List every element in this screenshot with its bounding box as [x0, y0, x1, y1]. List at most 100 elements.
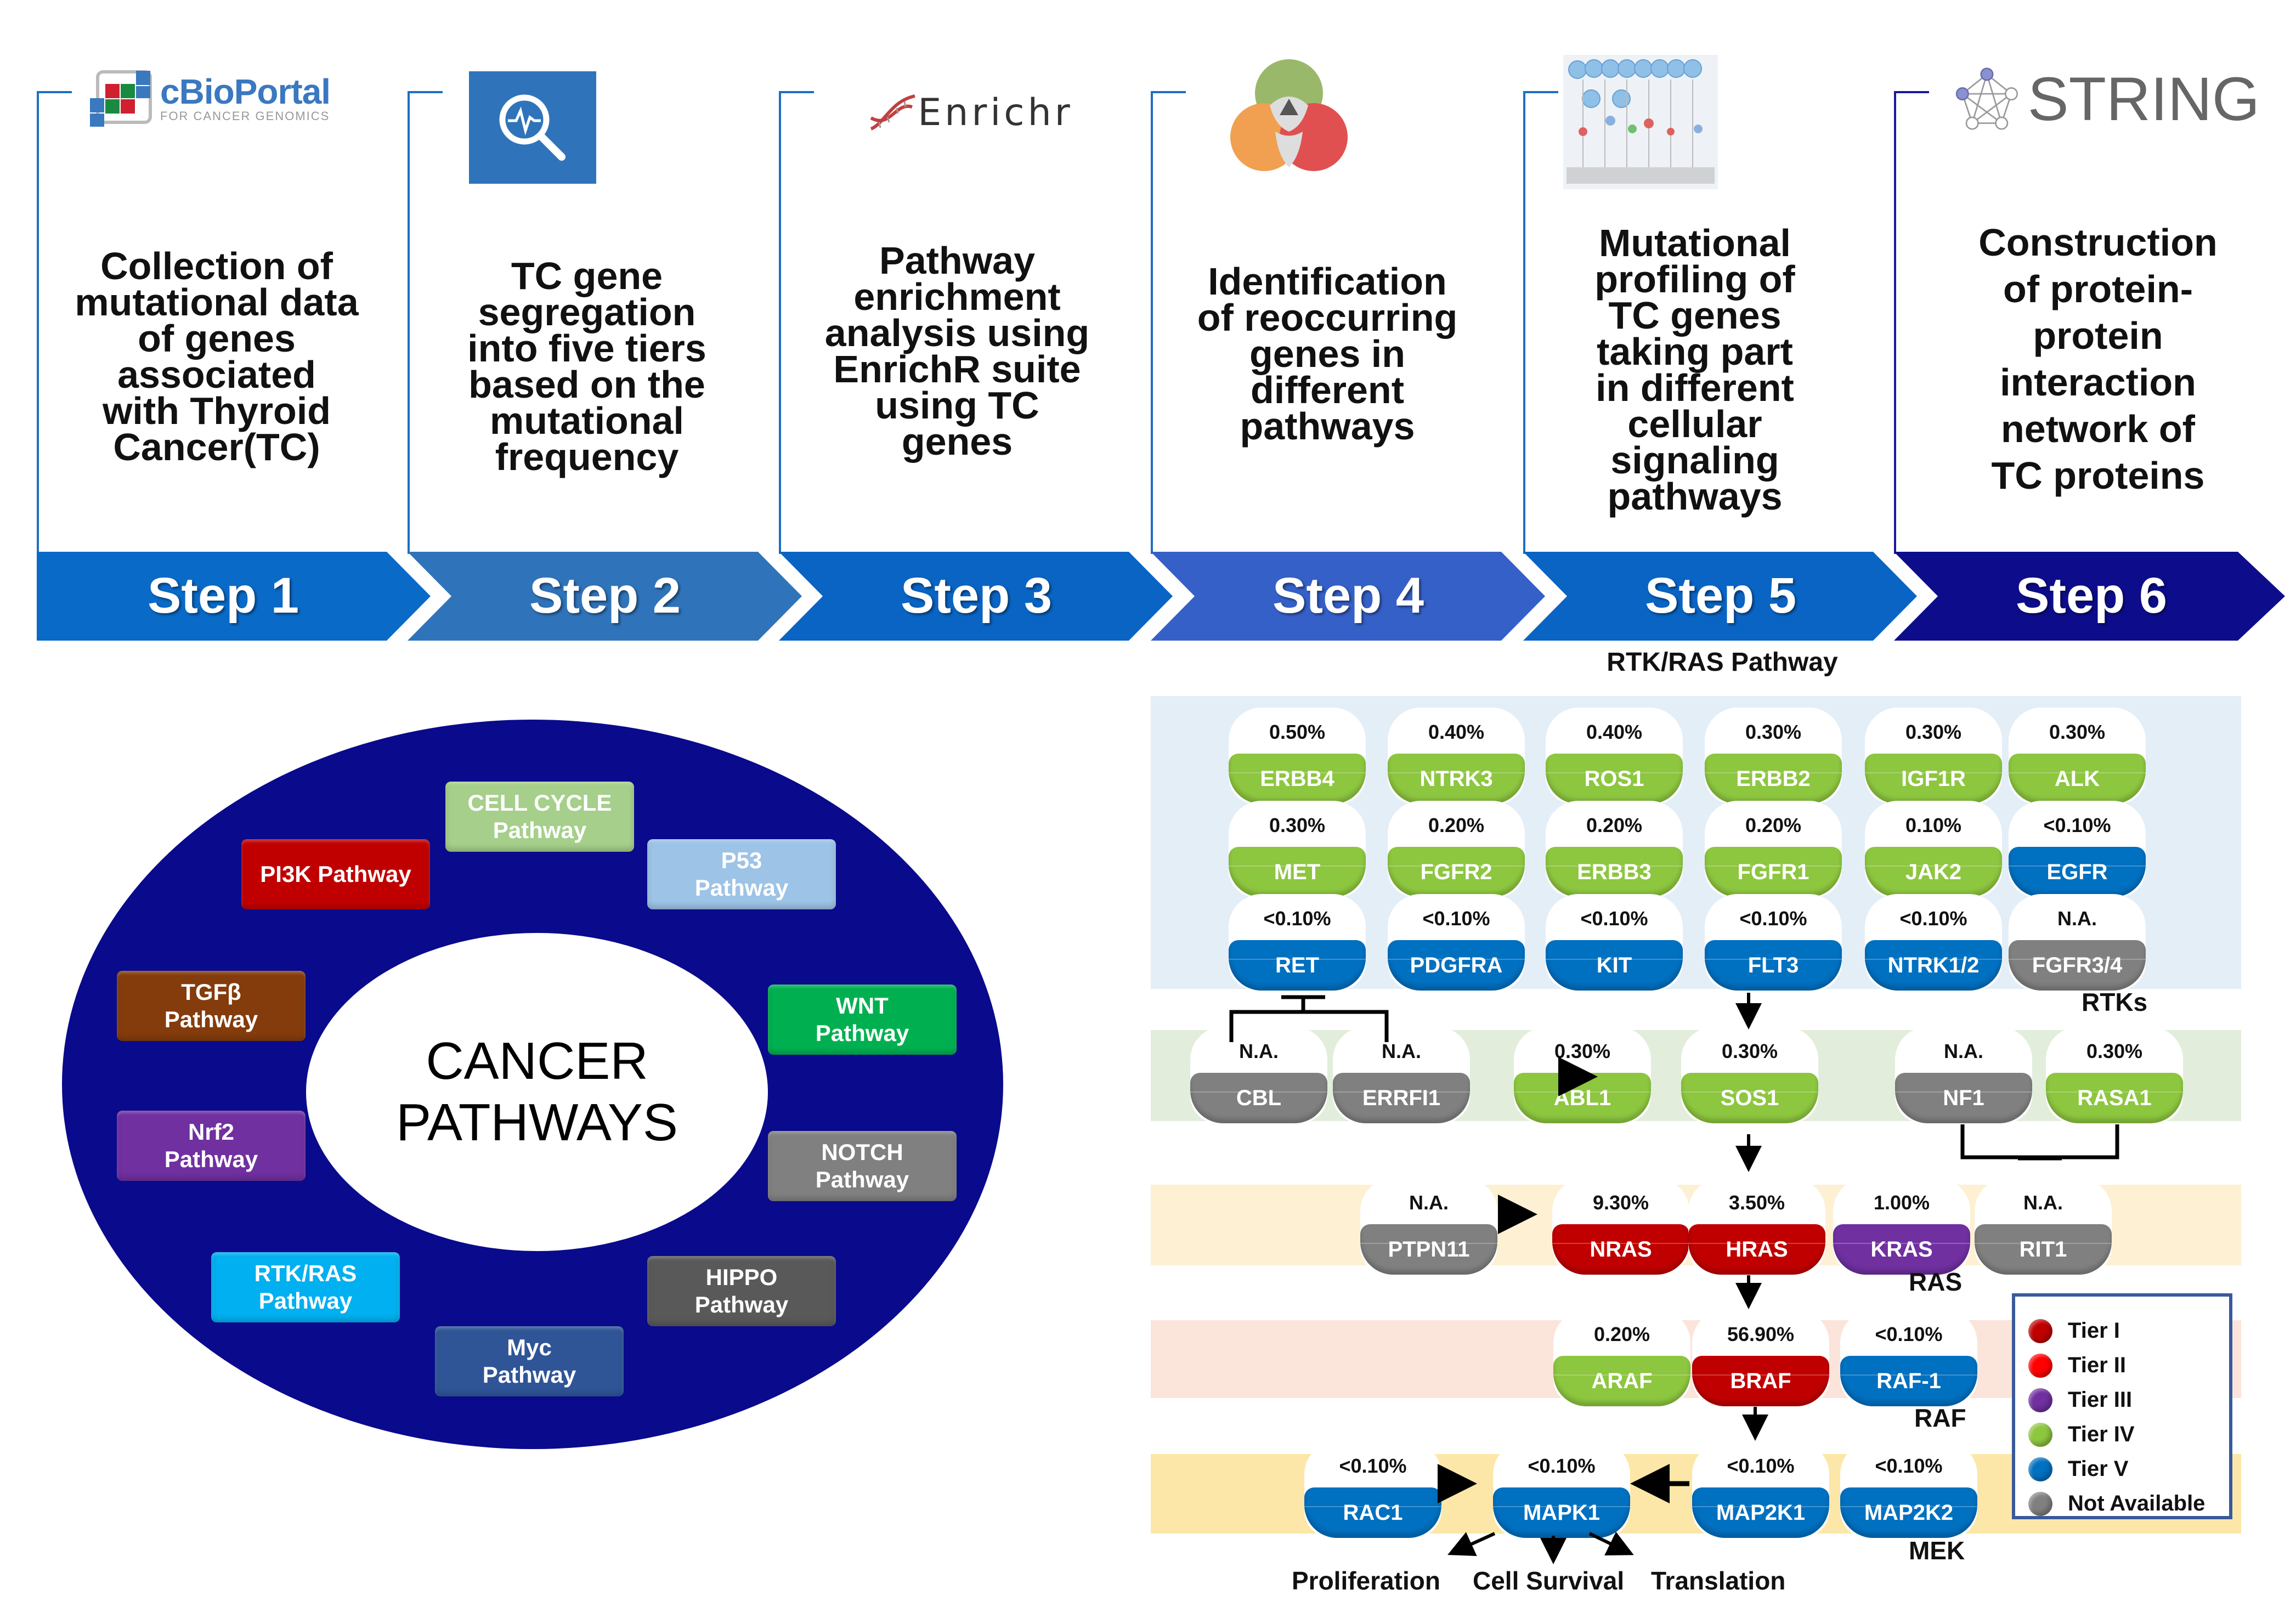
step-2-arrow-shape	[408, 552, 802, 641]
mutation-frequency: N.A.	[2057, 907, 2097, 930]
pathway-box-line2: Pathway	[493, 817, 587, 843]
mutation-frequency: 0.50%	[1269, 721, 1326, 743]
gene-label: FGFR2	[1388, 847, 1525, 897]
legend-label: Not Available	[2068, 1491, 2205, 1515]
gene-node-rac1: <0.10%RAC1	[1304, 1441, 1441, 1538]
mutation-frequency: 0.30%	[1721, 1040, 1778, 1062]
step-5-description: Mutational profiling of TC genes taking …	[1594, 222, 1795, 518]
mutation-lollipop-plot-icon	[1567, 59, 1715, 184]
step-2-description: TC gene segregation into five tiers base…	[467, 254, 706, 478]
step-5-logo	[1563, 55, 1718, 189]
step-1-arrow-shape	[37, 552, 431, 641]
pathway-box-line2: Pathway	[694, 1292, 789, 1317]
dna-icon	[870, 94, 916, 131]
gene-label: KIT	[1546, 940, 1683, 991]
mutation-frequency: 0.20%	[1745, 814, 1802, 836]
pathway-box-line1: HIPPO	[705, 1264, 778, 1290]
venn-diagram-icon	[1230, 59, 1348, 171]
outcome-cell-survival: Cell Survival	[1473, 1566, 1625, 1595]
rtks-label: RTKs	[2082, 988, 2148, 1016]
pathway-box-line1: TGFβ	[181, 979, 241, 1005]
pathway-box-line1: PI3K Pathway	[260, 861, 411, 887]
pathway-box-line2: Pathway	[482, 1362, 576, 1388]
gene-label: FGFR3/4	[2009, 940, 2146, 991]
legend-label: Tier II	[2068, 1353, 2126, 1377]
gene-node-erbb2: 0.30%ERBB2	[1705, 708, 1842, 804]
gene-node-hras: 3.50%HRAS	[1688, 1178, 1825, 1275]
cbioportal-logo-icon	[90, 70, 152, 127]
mutation-frequency: N.A.	[2023, 1191, 2063, 1214]
center-title-line2: PATHWAYS	[396, 1093, 678, 1152]
gene-node-erbb4: 0.50% ERBB4	[1229, 708, 1366, 804]
mutation-frequency: <0.10%	[1422, 907, 1490, 930]
legend-item: Tier V	[2028, 1457, 2128, 1481]
mutation-frequency: 0.30%	[1745, 721, 1802, 743]
cancer-pathways-center: CANCER PATHWAYS	[306, 933, 768, 1251]
gene-label: RAF-1	[1840, 1356, 1977, 1406]
gene-label: ALK	[2009, 754, 2146, 804]
gene-label: ERBB3	[1546, 847, 1683, 897]
enrichr-logo: Enrichr	[847, 88, 1094, 137]
pathway-box-line1: RTK/RAS	[254, 1260, 357, 1286]
cbioportal-logo-text: cBioPortal	[160, 72, 331, 111]
legend-dot-icon	[2028, 1353, 2052, 1378]
step-3-bracket	[779, 91, 814, 554]
gene-node-igf1r: 0.30%IGF1R	[1865, 708, 2002, 804]
gene-label: JAK2	[1865, 847, 2002, 897]
step-3-description: Pathway enrichment analysis using Enrich…	[824, 239, 1090, 463]
step-1-bracket	[37, 91, 72, 554]
pathway-box-line2: Pathway	[258, 1288, 353, 1314]
gene-node-jak2: 0.10%JAK2	[1865, 801, 2002, 897]
mutation-frequency: 9.30%	[1592, 1191, 1649, 1214]
gene-label: ERBB4	[1229, 754, 1366, 804]
rtk-ras-title: RTK/RAS Pathway	[1607, 648, 1838, 677]
step-4-arrow-shape	[1151, 552, 1545, 641]
gene-label: ROS1	[1546, 754, 1683, 804]
step-5-bracket	[1523, 91, 1558, 554]
mutation-frequency: <0.10%	[1727, 1455, 1795, 1477]
gene-label: MAP2K2	[1840, 1487, 1977, 1538]
step-2-label: Step 2	[529, 567, 681, 624]
mutation-frequency: <0.10%	[1580, 907, 1648, 930]
mutation-frequency: <0.10%	[1528, 1455, 1596, 1477]
gene-node-pdgfra: <0.10%PDGFRA	[1388, 894, 1525, 991]
gene-label: MAP2K1	[1692, 1487, 1829, 1538]
step-4-label: Step 4	[1272, 567, 1424, 624]
mutation-frequency: 56.90%	[1727, 1323, 1795, 1345]
gene-label: MAPK1	[1493, 1487, 1630, 1538]
gene-node-met: 0.30%MET	[1229, 801, 1366, 897]
mutation-frequency: 3.50%	[1728, 1191, 1785, 1214]
gene-label: ARAF	[1553, 1356, 1690, 1406]
mutation-frequency: 0.20%	[1593, 1323, 1650, 1345]
step-6-arrow-shape	[1894, 552, 2285, 641]
gene-label: NF1	[1895, 1073, 2032, 1123]
gene-node-rit1: N.A.RIT1	[1975, 1178, 2112, 1275]
gene-label: EGFR	[2009, 847, 2146, 897]
gene-label: FGFR1	[1705, 847, 1842, 897]
legend-label: Tier IV	[2068, 1422, 2135, 1446]
step-3-arrow-shape	[779, 552, 1173, 641]
step-2-bracket	[408, 91, 443, 554]
pathway-box-line2: Pathway	[164, 1146, 258, 1172]
legend-dot-icon	[2028, 1457, 2052, 1481]
outcome-translation: Translation	[1651, 1566, 1786, 1595]
gene-label: CBL	[1190, 1073, 1327, 1123]
gene-label: KRAS	[1833, 1224, 1970, 1275]
step-6-description: Construction of protein- protein interac…	[1978, 221, 2218, 497]
gene-label: RET	[1229, 940, 1366, 991]
gene-node-sos1: 0.30%SOS1	[1681, 1027, 1818, 1123]
gene-node-raf-1: <0.10%RAF-1	[1840, 1310, 1977, 1406]
arrow-to-proliferation	[1447, 1532, 1496, 1556]
gene-label: MET	[1229, 847, 1366, 897]
step-5-label: Step 5	[1644, 567, 1797, 624]
step-1-label: Step 1	[147, 567, 299, 624]
legend-item: Tier IV	[2028, 1422, 2135, 1447]
gene-node-map2k2: <0.10%MAP2K2	[1840, 1441, 1977, 1538]
pathway-box-line2: Pathway	[815, 1167, 909, 1192]
mutation-frequency: N.A.	[1382, 1040, 1421, 1062]
